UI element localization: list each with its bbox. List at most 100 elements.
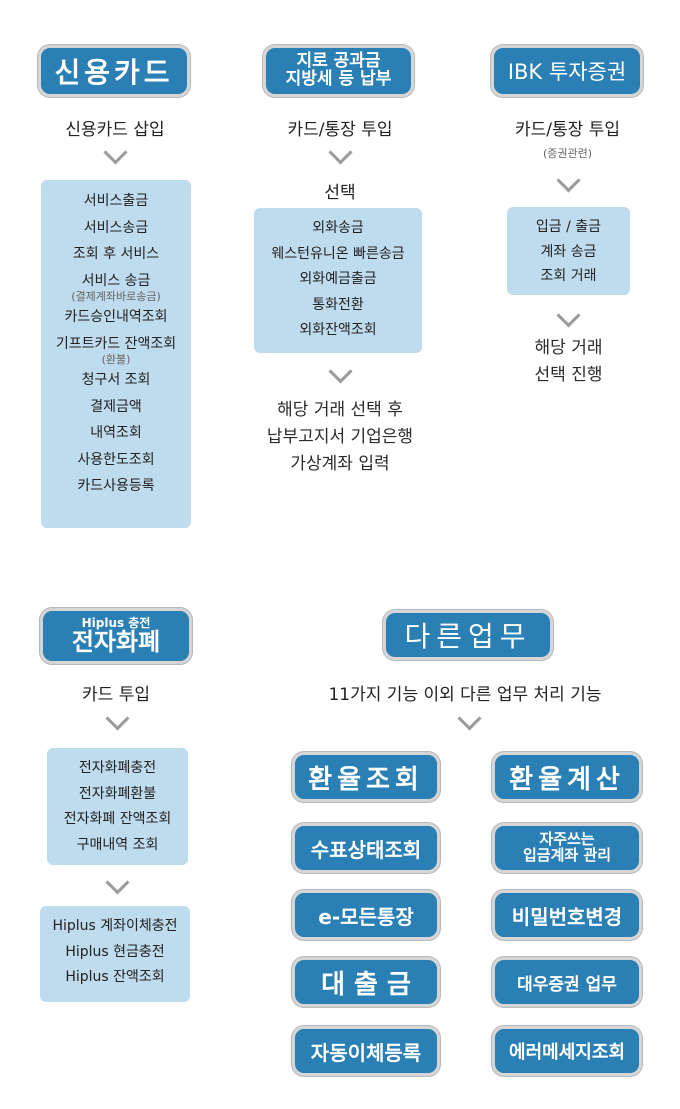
list-item-label: 전자화폐환불 xyxy=(78,785,157,802)
password-change-button[interactable]: 비밀번호변경 xyxy=(492,890,642,940)
credit-card-button[interactable]: 신용카드 xyxy=(38,45,190,97)
list-item[interactable]: 입금 / 출금 xyxy=(507,215,630,240)
hiplus-emoney-button[interactable]: Hiplus 충전 전자화폐 xyxy=(40,608,192,664)
result-line: 납부고지서 기업은행 xyxy=(266,427,414,447)
result-line: 선택 진행 xyxy=(534,365,603,385)
list-item[interactable]: 외화잔액조회 xyxy=(254,318,422,344)
list-item[interactable]: 조회 거래 xyxy=(507,264,630,289)
list-item[interactable]: 서비스송금 xyxy=(41,215,191,242)
list-item[interactable]: 구매내역 조회 xyxy=(47,833,188,859)
partner-securities-button[interactable]: 대우증권 업무 xyxy=(492,957,642,1007)
error-message-label: 에러메세지조회 xyxy=(509,1042,625,1063)
list-item[interactable]: 기프트카드 잔액조회(환불) xyxy=(41,331,191,368)
list-item[interactable]: 웨스턴유니온 빠른송금 xyxy=(254,242,422,268)
list-item-label: 내역조회 xyxy=(90,425,142,441)
exchange-rate-calc-button[interactable]: 환율계산 xyxy=(492,752,642,802)
list-item-label: 통화전환 xyxy=(312,296,364,313)
check-status-inquiry-button[interactable]: 수표상태조회 xyxy=(292,823,440,873)
list-item-label: 웨스턴유니온 빠른송금 xyxy=(271,245,405,262)
credit-card-title: 신용카드 xyxy=(54,56,174,89)
list-item-label: 계좌 송금 xyxy=(540,243,597,260)
list-item[interactable]: 전자화폐환불 xyxy=(47,782,188,808)
list-item[interactable]: 카드승인내역조회 xyxy=(41,304,191,331)
loan-label: 대 출 금 xyxy=(321,969,411,1000)
list-item-label: Hiplus 계좌이체충전 xyxy=(52,918,178,934)
auto-transfer-button[interactable]: 자동이체등록 xyxy=(292,1026,440,1076)
list-item-label: 사용한도조회 xyxy=(77,451,155,468)
error-message-button[interactable]: 에러메세지조회 xyxy=(492,1026,642,1076)
ibk-securities-button[interactable]: IBK 투자증권 xyxy=(491,45,643,97)
list-item[interactable]: 외화송금 xyxy=(254,216,422,242)
result-line: 가상계좌 입력 xyxy=(290,454,390,474)
ibk-step1-note: (증권관련) xyxy=(542,147,593,160)
chevron-down-icon xyxy=(105,870,130,895)
result-line: 해당 거래 xyxy=(534,338,603,358)
list-item-label: 기프트카드 잔액조회 xyxy=(55,335,177,352)
chevron-down-icon xyxy=(103,140,128,165)
list-item-label: 결제금액 xyxy=(90,398,142,415)
list-item-label: 카드승인내역조회 xyxy=(64,309,168,325)
list-item-label: 서비스 송금 xyxy=(81,272,151,289)
list-item[interactable]: 내역조회 xyxy=(41,420,191,447)
ibk-step1: 카드/통장 투입 xyxy=(515,120,620,140)
list-item[interactable]: 청구서 조회 xyxy=(41,367,191,394)
exchange-rate-inquiry-button[interactable]: 환율조회 xyxy=(292,752,440,802)
list-item[interactable]: Hiplus 잔액조회 xyxy=(40,965,190,991)
list-item-label: 외화잔액조회 xyxy=(299,322,377,338)
list-item[interactable]: 서비스 송금(결제계좌바로송금) xyxy=(41,268,191,305)
chevron-down-icon xyxy=(328,359,353,384)
frequent-account-button[interactable]: 자주쓰는 입금계좌 관리 xyxy=(492,823,642,873)
list-item-label: 청구서 조회 xyxy=(81,372,151,388)
exchange-rate-calc-label: 환율계산 xyxy=(509,764,625,795)
list-item[interactable]: 서비스출금 xyxy=(41,188,191,215)
other-title: 다른업무 xyxy=(404,620,532,653)
list-item[interactable]: 통화전환 xyxy=(254,293,422,319)
list-item-label: 카드사용등록 xyxy=(77,478,155,494)
giro-step2: 선택 xyxy=(324,183,356,203)
list-item[interactable]: 카드사용등록 xyxy=(41,473,191,500)
list-item-label: 전자화폐 잔액조회 xyxy=(63,811,172,827)
list-item-label: 외화송금 xyxy=(312,220,364,236)
list-item[interactable]: 전자화폐 잔액조회 xyxy=(47,807,188,833)
list-item-label: 외화예금출금 xyxy=(299,271,377,287)
list-item-label: 조회 후 서비스 xyxy=(72,246,160,262)
giro-title-line1: 지로 공과금 xyxy=(296,51,381,72)
password-change-label: 비밀번호변경 xyxy=(511,904,623,929)
giro-title-line2: 지방세 등 납부 xyxy=(285,69,392,89)
chevron-down-icon xyxy=(556,303,581,328)
list-item-label: 입금 / 출금 xyxy=(535,219,602,235)
list-item-note: (환불) xyxy=(101,353,131,366)
list-item[interactable]: 결제금액 xyxy=(41,394,191,421)
chevron-down-icon xyxy=(457,706,482,731)
list-item[interactable]: 계좌 송금 xyxy=(507,240,630,265)
hiplus-title-small: Hiplus 충전 xyxy=(81,616,151,631)
other-desc: 11가지 기능 이외 다른 업무 처리 기능 xyxy=(328,685,602,705)
giro-step1: 카드/통장 투입 xyxy=(287,120,393,140)
list-item[interactable]: Hiplus 계좌이체충전 xyxy=(40,914,190,940)
list-item[interactable]: Hiplus 현금충전 xyxy=(40,940,190,966)
e-passbook-label: e-모든통장 xyxy=(318,904,414,929)
list-item[interactable]: 전자화폐충전 xyxy=(47,756,188,782)
list-item[interactable]: 사용한도조회 xyxy=(41,447,191,474)
check-status-inquiry-label: 수표상태조회 xyxy=(310,837,422,862)
list-item-label: 조회 거래 xyxy=(540,268,597,284)
hiplus-step1: 카드 투입 xyxy=(82,685,150,705)
list-item[interactable]: 조회 후 서비스 xyxy=(41,241,191,268)
giro-payment-button[interactable]: 지로 공과금 지방세 등 납부 xyxy=(263,45,414,97)
list-item-label: 서비스송금 xyxy=(83,219,149,236)
loan-button[interactable]: 대 출 금 xyxy=(292,957,440,1007)
e-passbook-button[interactable]: e-모든통장 xyxy=(292,890,440,940)
list-item-note: (결제계좌바로송금) xyxy=(71,290,161,303)
result-line: 해당 거래 선택 후 xyxy=(277,400,403,420)
frequent-account-line2: 입금계좌 관리 xyxy=(522,846,612,864)
chevron-down-icon xyxy=(105,706,130,731)
list-item[interactable]: 외화예금출금 xyxy=(254,267,422,293)
other-tasks-button[interactable]: 다른업무 xyxy=(383,610,553,660)
